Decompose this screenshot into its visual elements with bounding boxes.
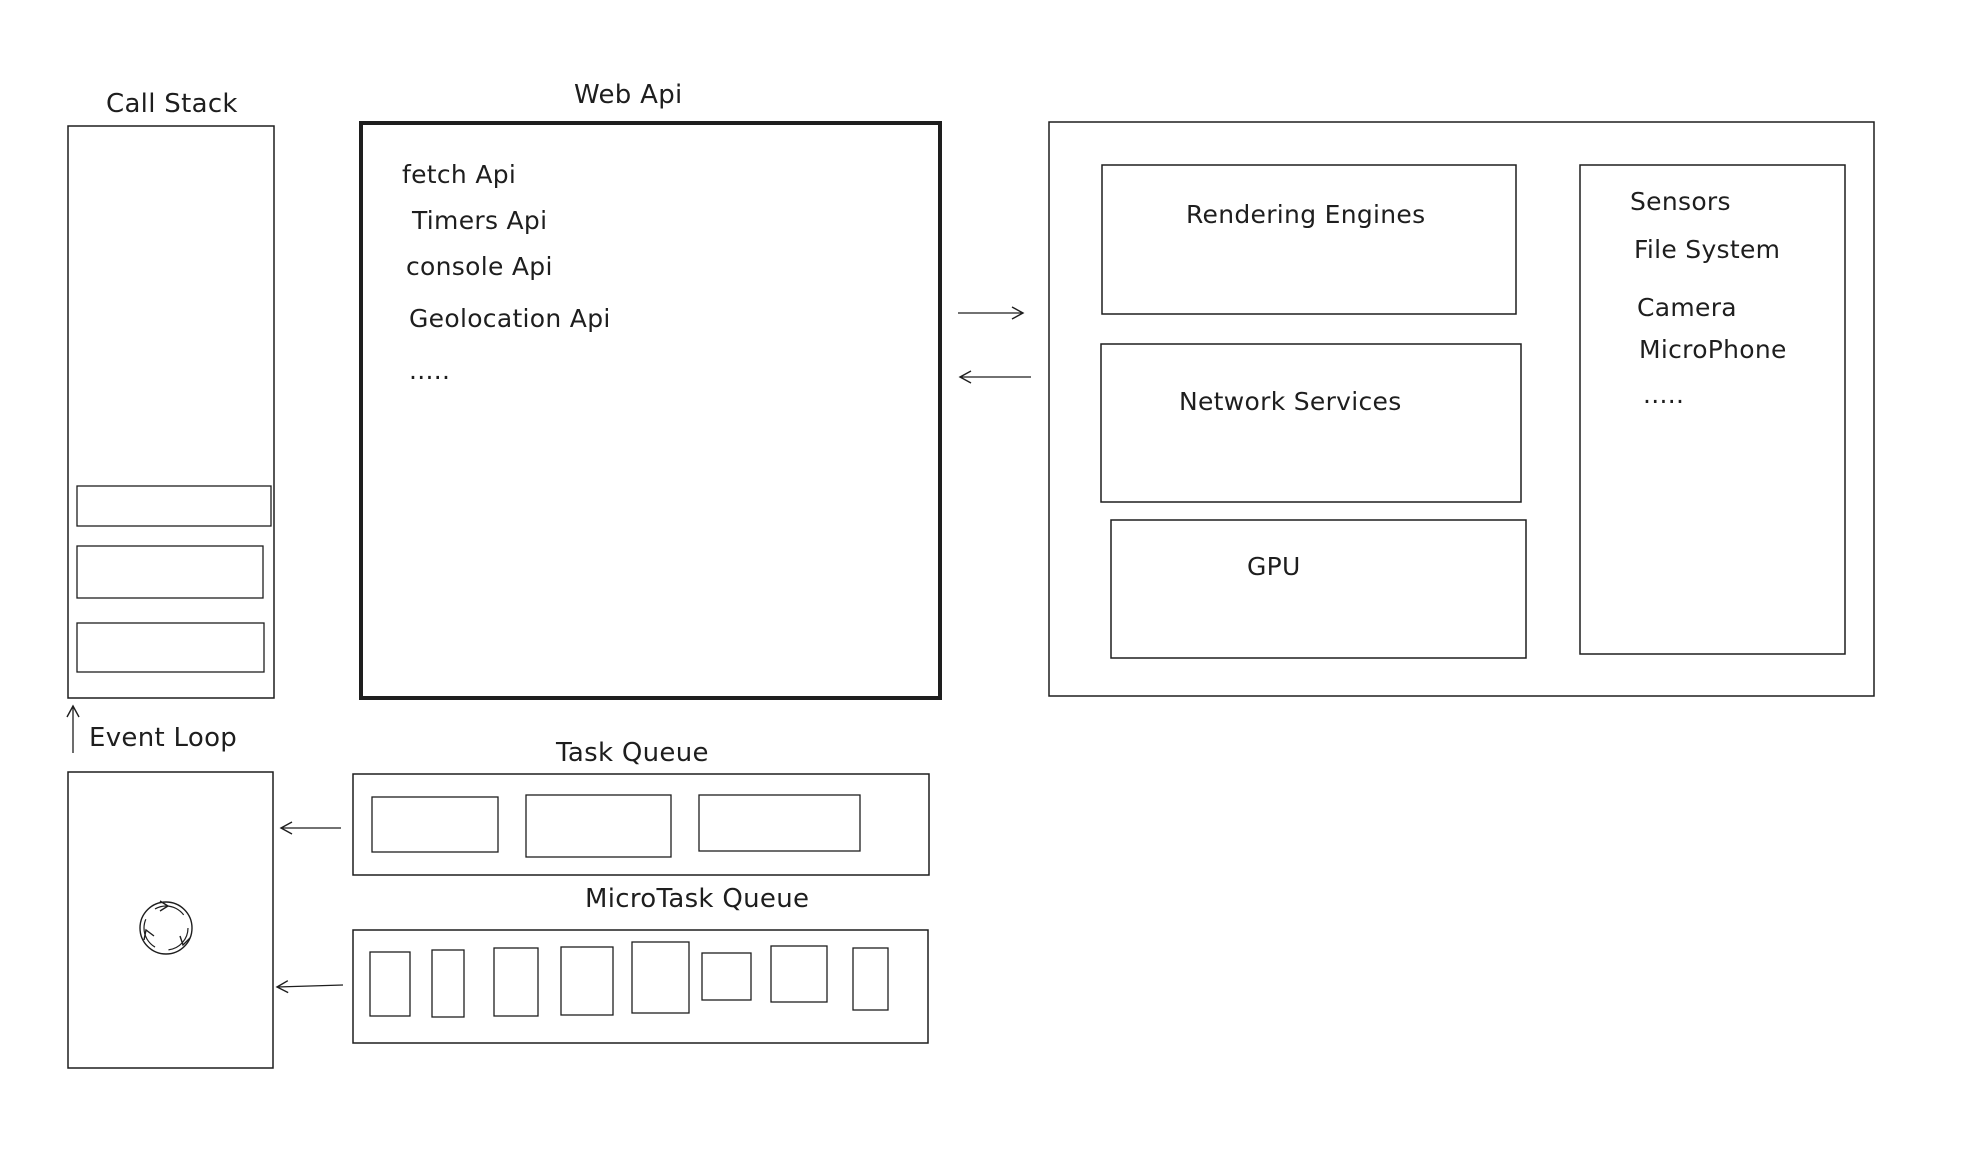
device-item: MicroPhone	[1639, 335, 1787, 364]
call-stack-frame	[76, 485, 272, 527]
web-api-item: console Api	[406, 252, 553, 281]
web-api-item: fetch Api	[402, 160, 517, 189]
web-api-item: Timers Api	[412, 206, 548, 235]
device-item: File System	[1634, 235, 1781, 264]
cycle-arrows-icon	[139, 900, 193, 955]
microtask-item	[701, 952, 752, 1001]
web-api-box	[359, 121, 942, 700]
device-item: .....	[1643, 380, 1685, 409]
web-api-title: Web Api	[574, 80, 683, 110]
microtask-item	[852, 947, 889, 1011]
task-queue-box	[352, 773, 930, 876]
microtask-item	[770, 945, 828, 1003]
device-item: Camera	[1637, 293, 1737, 322]
microtask-queue-box	[352, 929, 929, 1044]
web-api-item: .....	[409, 356, 451, 385]
task-item	[371, 796, 499, 853]
microtask-item	[369, 951, 411, 1017]
task-item	[698, 794, 861, 852]
task-queue-title: Task Queue	[556, 738, 709, 768]
call-stack-frame	[76, 622, 265, 673]
microtask-item	[493, 947, 539, 1017]
web-api-item: Geolocation Api	[409, 304, 611, 333]
gpu-label: GPU	[1247, 552, 1301, 581]
device-item: Sensors	[1630, 187, 1731, 216]
network-services-box	[1100, 343, 1522, 503]
call-stack-frame	[76, 545, 264, 599]
microtask-queue-to-event-loop-arrow	[275, 980, 344, 994]
gpu-box	[1110, 519, 1527, 659]
microtask-item	[431, 949, 465, 1018]
network-services-label: Network Services	[1179, 387, 1402, 416]
rendering-engines-label: Rendering Engines	[1186, 200, 1426, 229]
task-item	[525, 794, 672, 858]
event-loop-title: Event Loop	[89, 723, 238, 753]
browser-internals-box	[1048, 121, 1875, 697]
microtask-item	[560, 946, 614, 1016]
event-loop-box	[67, 771, 274, 1069]
rendering-engines-box	[1101, 164, 1517, 315]
microtask-item	[631, 941, 690, 1014]
microtask-queue-title: MicroTask Queue	[585, 884, 810, 914]
call-stack-box	[67, 125, 275, 699]
devices-box	[1579, 164, 1846, 655]
call-stack-title: Call Stack	[106, 89, 238, 119]
